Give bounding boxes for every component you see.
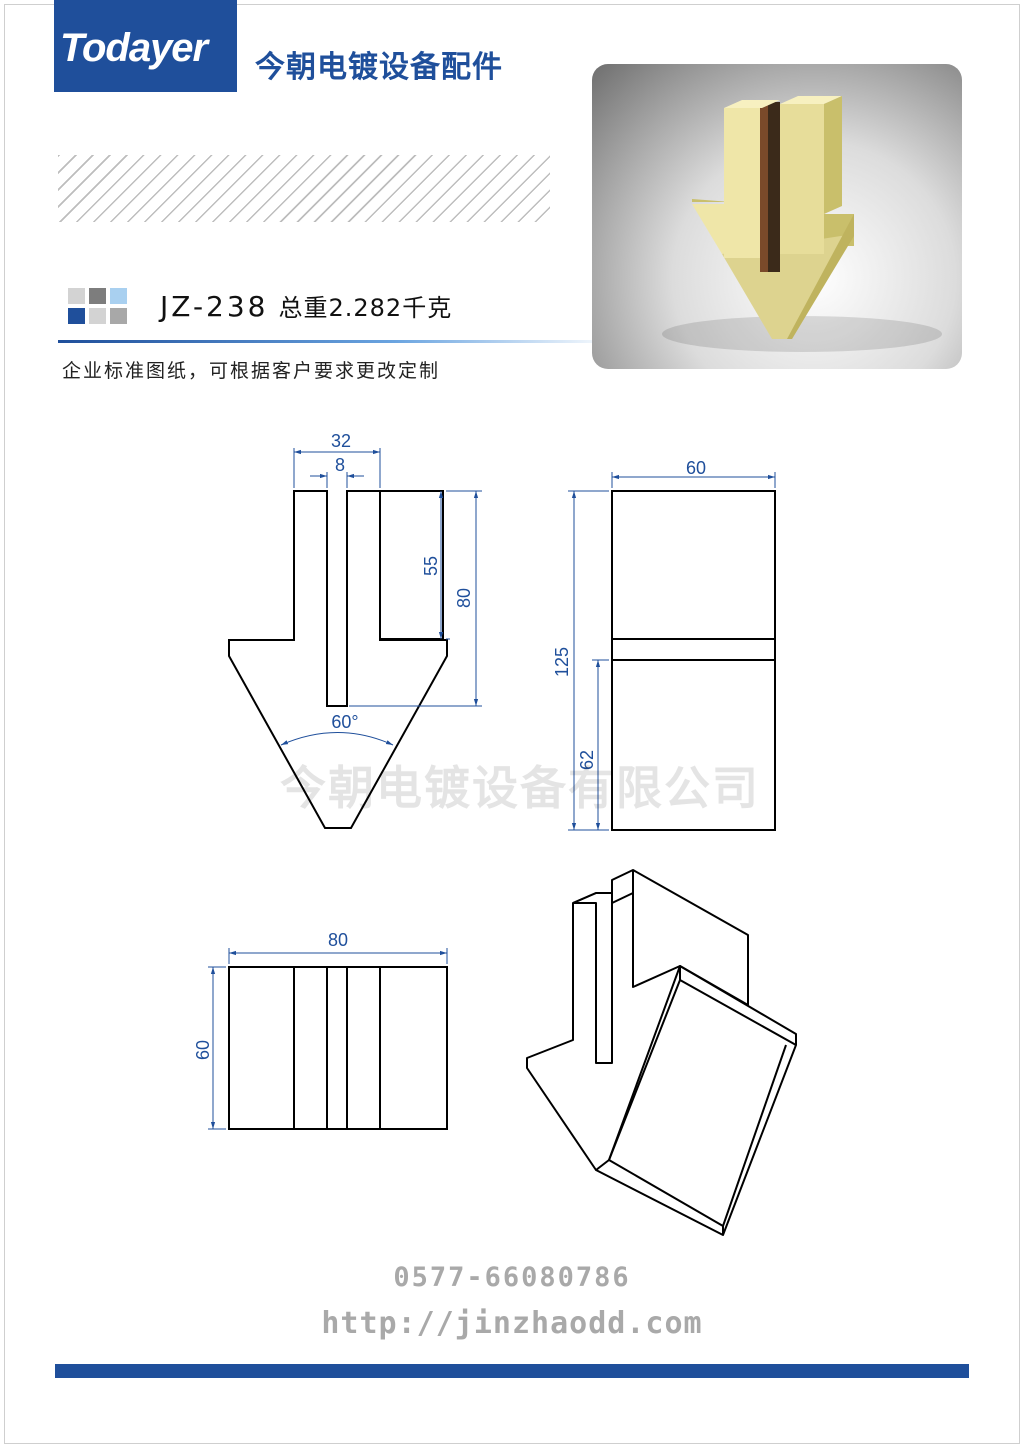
footer-bar xyxy=(55,1364,969,1378)
dim-front-height: 80 xyxy=(454,588,474,608)
watermark: 今朝电镀设备有限公司 xyxy=(280,761,760,815)
dim-side-lower-height: 62 xyxy=(577,750,597,770)
dim-side-width: 60 xyxy=(686,458,706,478)
dim-top-width: 80 xyxy=(328,930,348,950)
swatch-grid xyxy=(68,288,128,326)
dim-side-height: 125 xyxy=(552,647,572,677)
product-render xyxy=(662,96,942,352)
swatch xyxy=(68,308,85,324)
model-number: JZ-238 xyxy=(160,290,269,323)
contact-phone: 0577-66080786 xyxy=(393,1262,631,1293)
swatch xyxy=(89,288,106,304)
swatch xyxy=(68,288,85,304)
product-photo xyxy=(592,64,962,369)
title-underline xyxy=(58,340,618,343)
product-weight: 总重2.282千克 xyxy=(278,294,453,322)
swatch xyxy=(89,308,106,324)
decorative-hatch xyxy=(58,155,550,222)
isometric-view xyxy=(526,869,797,1236)
contact-url[interactable]: http://jinzhaodd.com xyxy=(321,1306,703,1341)
page-border xyxy=(4,4,1020,1444)
dim-angle: 60° xyxy=(331,712,358,732)
swatch xyxy=(110,308,127,324)
side-view xyxy=(611,490,776,831)
top-view xyxy=(228,966,448,1130)
top-view-dimensions xyxy=(208,948,448,1130)
logo-text: Todayer xyxy=(60,26,208,70)
front-view-dimensions xyxy=(280,448,482,746)
swatch xyxy=(110,288,127,304)
front-view xyxy=(228,490,448,829)
brand-logo[interactable]: Todayer xyxy=(54,0,237,92)
dim-slot-depth: 55 xyxy=(421,556,441,576)
product-description: 企业标准图纸，可根据客户要求更改定制 xyxy=(62,360,441,382)
side-view-dimensions xyxy=(568,472,776,831)
product-title: JZ-238 总重2.282千克 xyxy=(160,288,452,323)
company-name: 今朝电镀设备配件 xyxy=(255,50,503,85)
dim-slot-width: 8 xyxy=(335,455,345,475)
dim-top-depth: 60 xyxy=(193,1040,213,1060)
dim-front-width: 32 xyxy=(331,431,351,451)
